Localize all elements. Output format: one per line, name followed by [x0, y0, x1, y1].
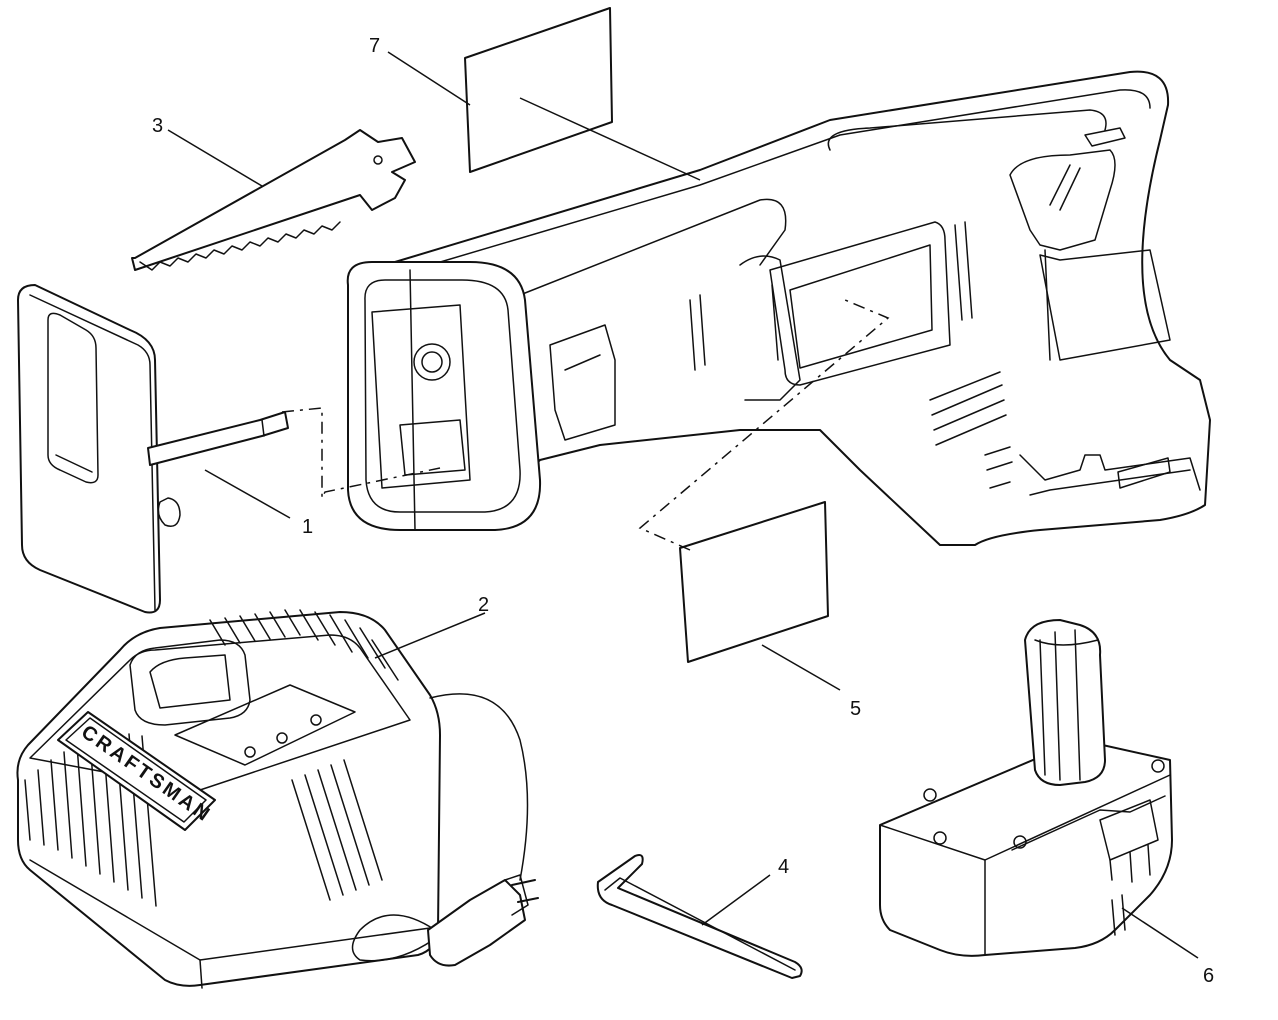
leader-1: [204, 469, 291, 519]
callout-7: 7: [369, 35, 380, 57]
label-part-7: [464, 7, 613, 173]
leader-3: [167, 129, 263, 187]
leader-5: [761, 644, 841, 691]
callout-4: 4: [778, 856, 789, 878]
plug: [427, 874, 539, 967]
shoe-part-1: [17, 284, 289, 614]
callout-2: 2: [478, 594, 489, 616]
leader-6: [1121, 907, 1199, 959]
charger-part-2: CRAFTSMAN: [16, 609, 529, 989]
saw-body: [346, 70, 1211, 546]
callout-1: 1: [302, 516, 313, 538]
leader-2: [374, 612, 486, 659]
label-part-5: [679, 501, 829, 663]
callout-5: 5: [850, 698, 861, 720]
callout-3: 3: [152, 115, 163, 137]
assembly-line-label-5: [638, 299, 890, 551]
leader-7: [387, 51, 701, 181]
battery-part-6: [879, 619, 1173, 957]
callout-6: 6: [1203, 965, 1214, 987]
hex-wrench-part-4: [596, 854, 803, 979]
leader-4: [701, 874, 771, 926]
blade-part-3: [131, 129, 416, 271]
